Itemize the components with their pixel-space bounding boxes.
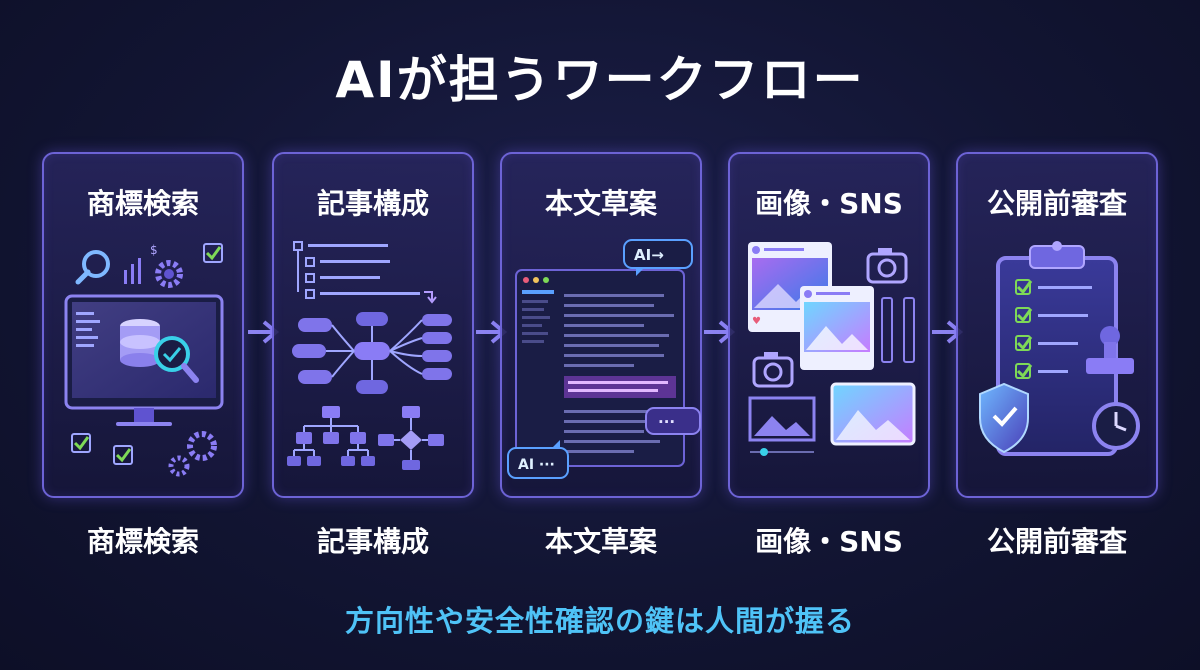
step-card-pre-publish-review: 公開前審査	[956, 152, 1158, 498]
svg-text:♥: ♥	[752, 316, 761, 327]
dots-bubble-text: ···	[658, 413, 675, 431]
draft-editor-icon: AI→ ··· AI ···	[507, 239, 701, 479]
step-title: 公開前審査	[986, 187, 1127, 220]
ai-bubble-top-text: AI→	[634, 246, 664, 264]
step-card-draft: 本文草案 AI→ ···	[500, 152, 702, 498]
step-title: 本文草案	[544, 187, 657, 220]
trademark-search-icon: $	[64, 243, 224, 477]
pre-publish-review-icon	[979, 241, 1140, 456]
step-title: 商標検索	[86, 187, 199, 220]
ai-bubble-bottom-text: AI ···	[518, 457, 555, 473]
step-caption-3: 本文草案	[544, 525, 657, 558]
step-title: 記事構成	[316, 187, 429, 220]
step-title: 画像・SNS	[755, 187, 903, 220]
article-structure-icon	[287, 241, 452, 470]
page-title: AIが担うワークフロー	[335, 51, 865, 109]
step-caption-1: 商標検索	[86, 525, 199, 558]
svg-text:$: $	[150, 243, 158, 257]
step-card-article-structure: 記事構成	[272, 152, 474, 498]
footer-note: 方向性や安全性確認の鍵は人間が握る	[344, 604, 855, 638]
step-card-image-sns: 画像・SNS ♥	[728, 152, 930, 498]
step-card-trademark-search: 商標検索 $	[42, 152, 244, 498]
step-caption-2: 記事構成	[316, 525, 429, 558]
step-caption-5: 公開前審査	[986, 525, 1127, 558]
image-sns-icon: ♥	[748, 242, 916, 456]
step-caption-4: 画像・SNS	[755, 525, 903, 558]
